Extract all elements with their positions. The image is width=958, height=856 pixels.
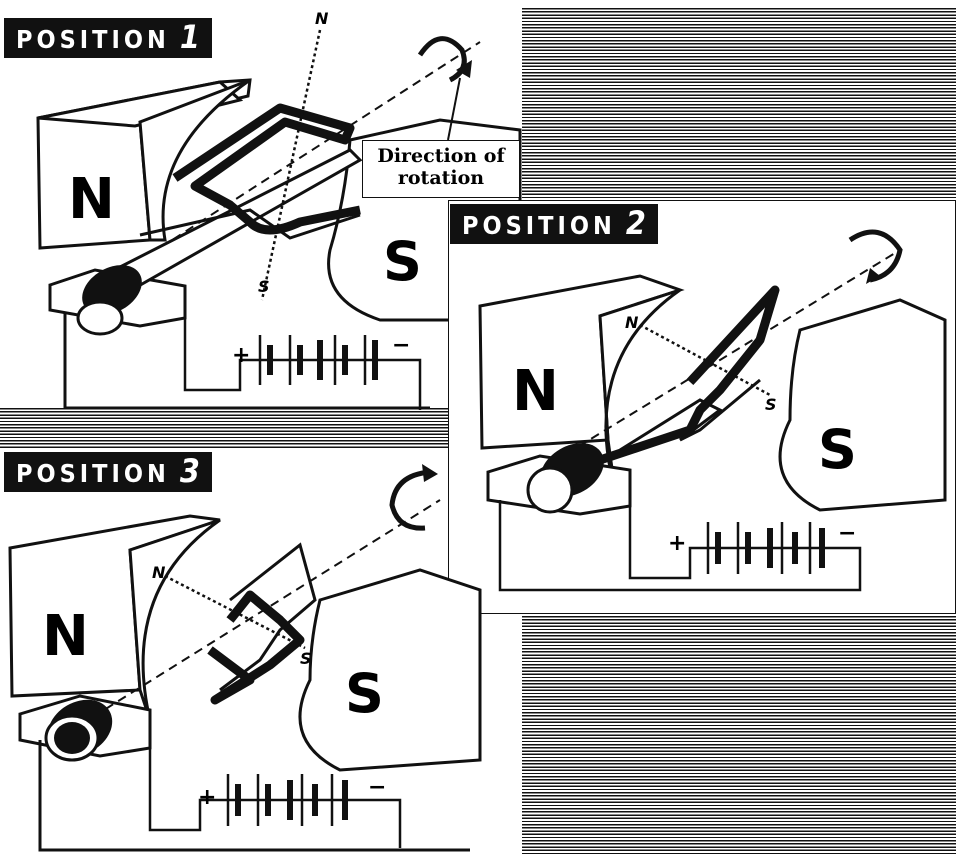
pole-s-label-3: S <box>345 662 384 725</box>
axis-s-label-3: S <box>300 649 312 668</box>
pole-s-label: S <box>383 230 422 293</box>
position-3-number: 3 <box>179 452 200 490</box>
position-2-number: 2 <box>625 204 646 242</box>
position-1-number: 1 <box>179 18 200 56</box>
hatched-panel-top-right <box>522 8 956 202</box>
battery-minus-label-3: − <box>368 775 386 800</box>
position-3-word: POSITION <box>16 459 170 488</box>
callout-line-2: rotation <box>397 167 485 189</box>
position-1-word: POSITION <box>16 25 170 54</box>
axis-s-label: S <box>258 277 270 296</box>
hatched-band-middle <box>0 408 452 448</box>
pole-n-label-2: N <box>512 359 559 424</box>
position-2-word: POSITION <box>462 211 616 240</box>
axis-s-label-2: S <box>765 395 777 414</box>
pole-s-label-2: S <box>818 418 857 481</box>
axis-n-label-2: N <box>625 313 639 332</box>
position-2-label: POSITION 2 <box>450 204 658 244</box>
battery-plus-label: + <box>232 343 250 368</box>
pole-n-label: N <box>68 167 115 232</box>
battery-plus-label-3: + <box>198 785 216 810</box>
position-3-label: POSITION 3 <box>4 452 212 492</box>
pole-n-label-3: N <box>42 604 89 669</box>
battery-minus-label: − <box>392 333 410 358</box>
battery-minus-label-2: − <box>838 521 856 546</box>
hatched-panel-bottom-right <box>522 616 956 856</box>
axis-n-label: N <box>315 9 329 28</box>
battery-plus-label-2: + <box>668 531 686 556</box>
position-1-label: POSITION 1 <box>4 18 212 58</box>
rotation-callout: Direction of rotation <box>362 140 520 198</box>
callout-line-1: Direction of <box>377 145 505 167</box>
axis-n-label-3: N <box>152 563 166 582</box>
